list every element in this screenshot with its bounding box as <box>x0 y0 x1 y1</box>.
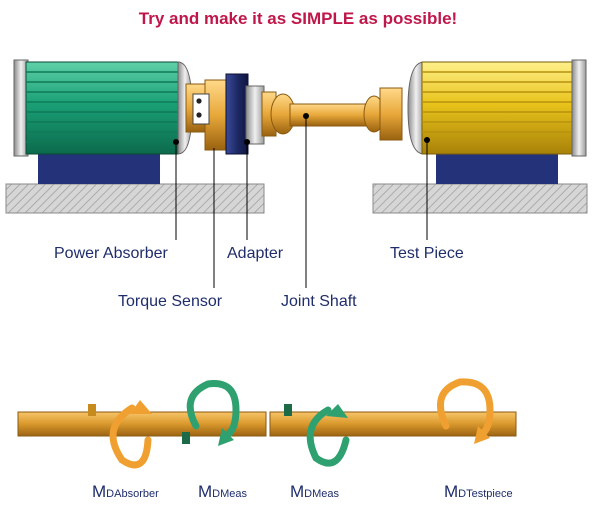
label-joint-shaft: Joint Shaft <box>281 293 357 310</box>
right-coupling-hub <box>379 87 403 141</box>
adapter <box>245 85 265 145</box>
moment-label-meas-left: MDMeas <box>198 482 248 501</box>
test-piece-motor <box>407 59 587 184</box>
joint-shaft <box>289 103 377 127</box>
cut-marker-2 <box>182 432 190 444</box>
label-adapter: Adapter <box>227 245 284 262</box>
label-power-absorber: Power Absorber <box>54 245 169 262</box>
moment-arrow-absorber <box>109 400 152 469</box>
moment-arrow-meas-right <box>306 404 350 467</box>
moment-arrow-meas-left <box>186 380 240 446</box>
torque-sensor <box>192 79 228 151</box>
leader-lines <box>175 116 428 288</box>
leader-dots <box>173 113 430 145</box>
moment-arrow-testpiece <box>436 378 494 444</box>
label-test-piece: Test Piece <box>390 245 464 262</box>
moment-label-testpiece: MDTestpiece <box>444 482 513 501</box>
left-ground-base <box>5 183 265 214</box>
moment-label-absorber: MDAbsorber <box>92 482 159 501</box>
label-torque-sensor: Torque Sensor <box>118 293 223 310</box>
cut-marker-3 <box>284 404 292 416</box>
right-ground-base <box>372 183 588 214</box>
power-absorber-motor <box>13 59 193 184</box>
headline: Try and make it as SIMPLE as possible! <box>139 9 457 28</box>
cut-marker-1 <box>88 404 96 416</box>
moment-label-meas-right: MDMeas <box>290 482 340 501</box>
